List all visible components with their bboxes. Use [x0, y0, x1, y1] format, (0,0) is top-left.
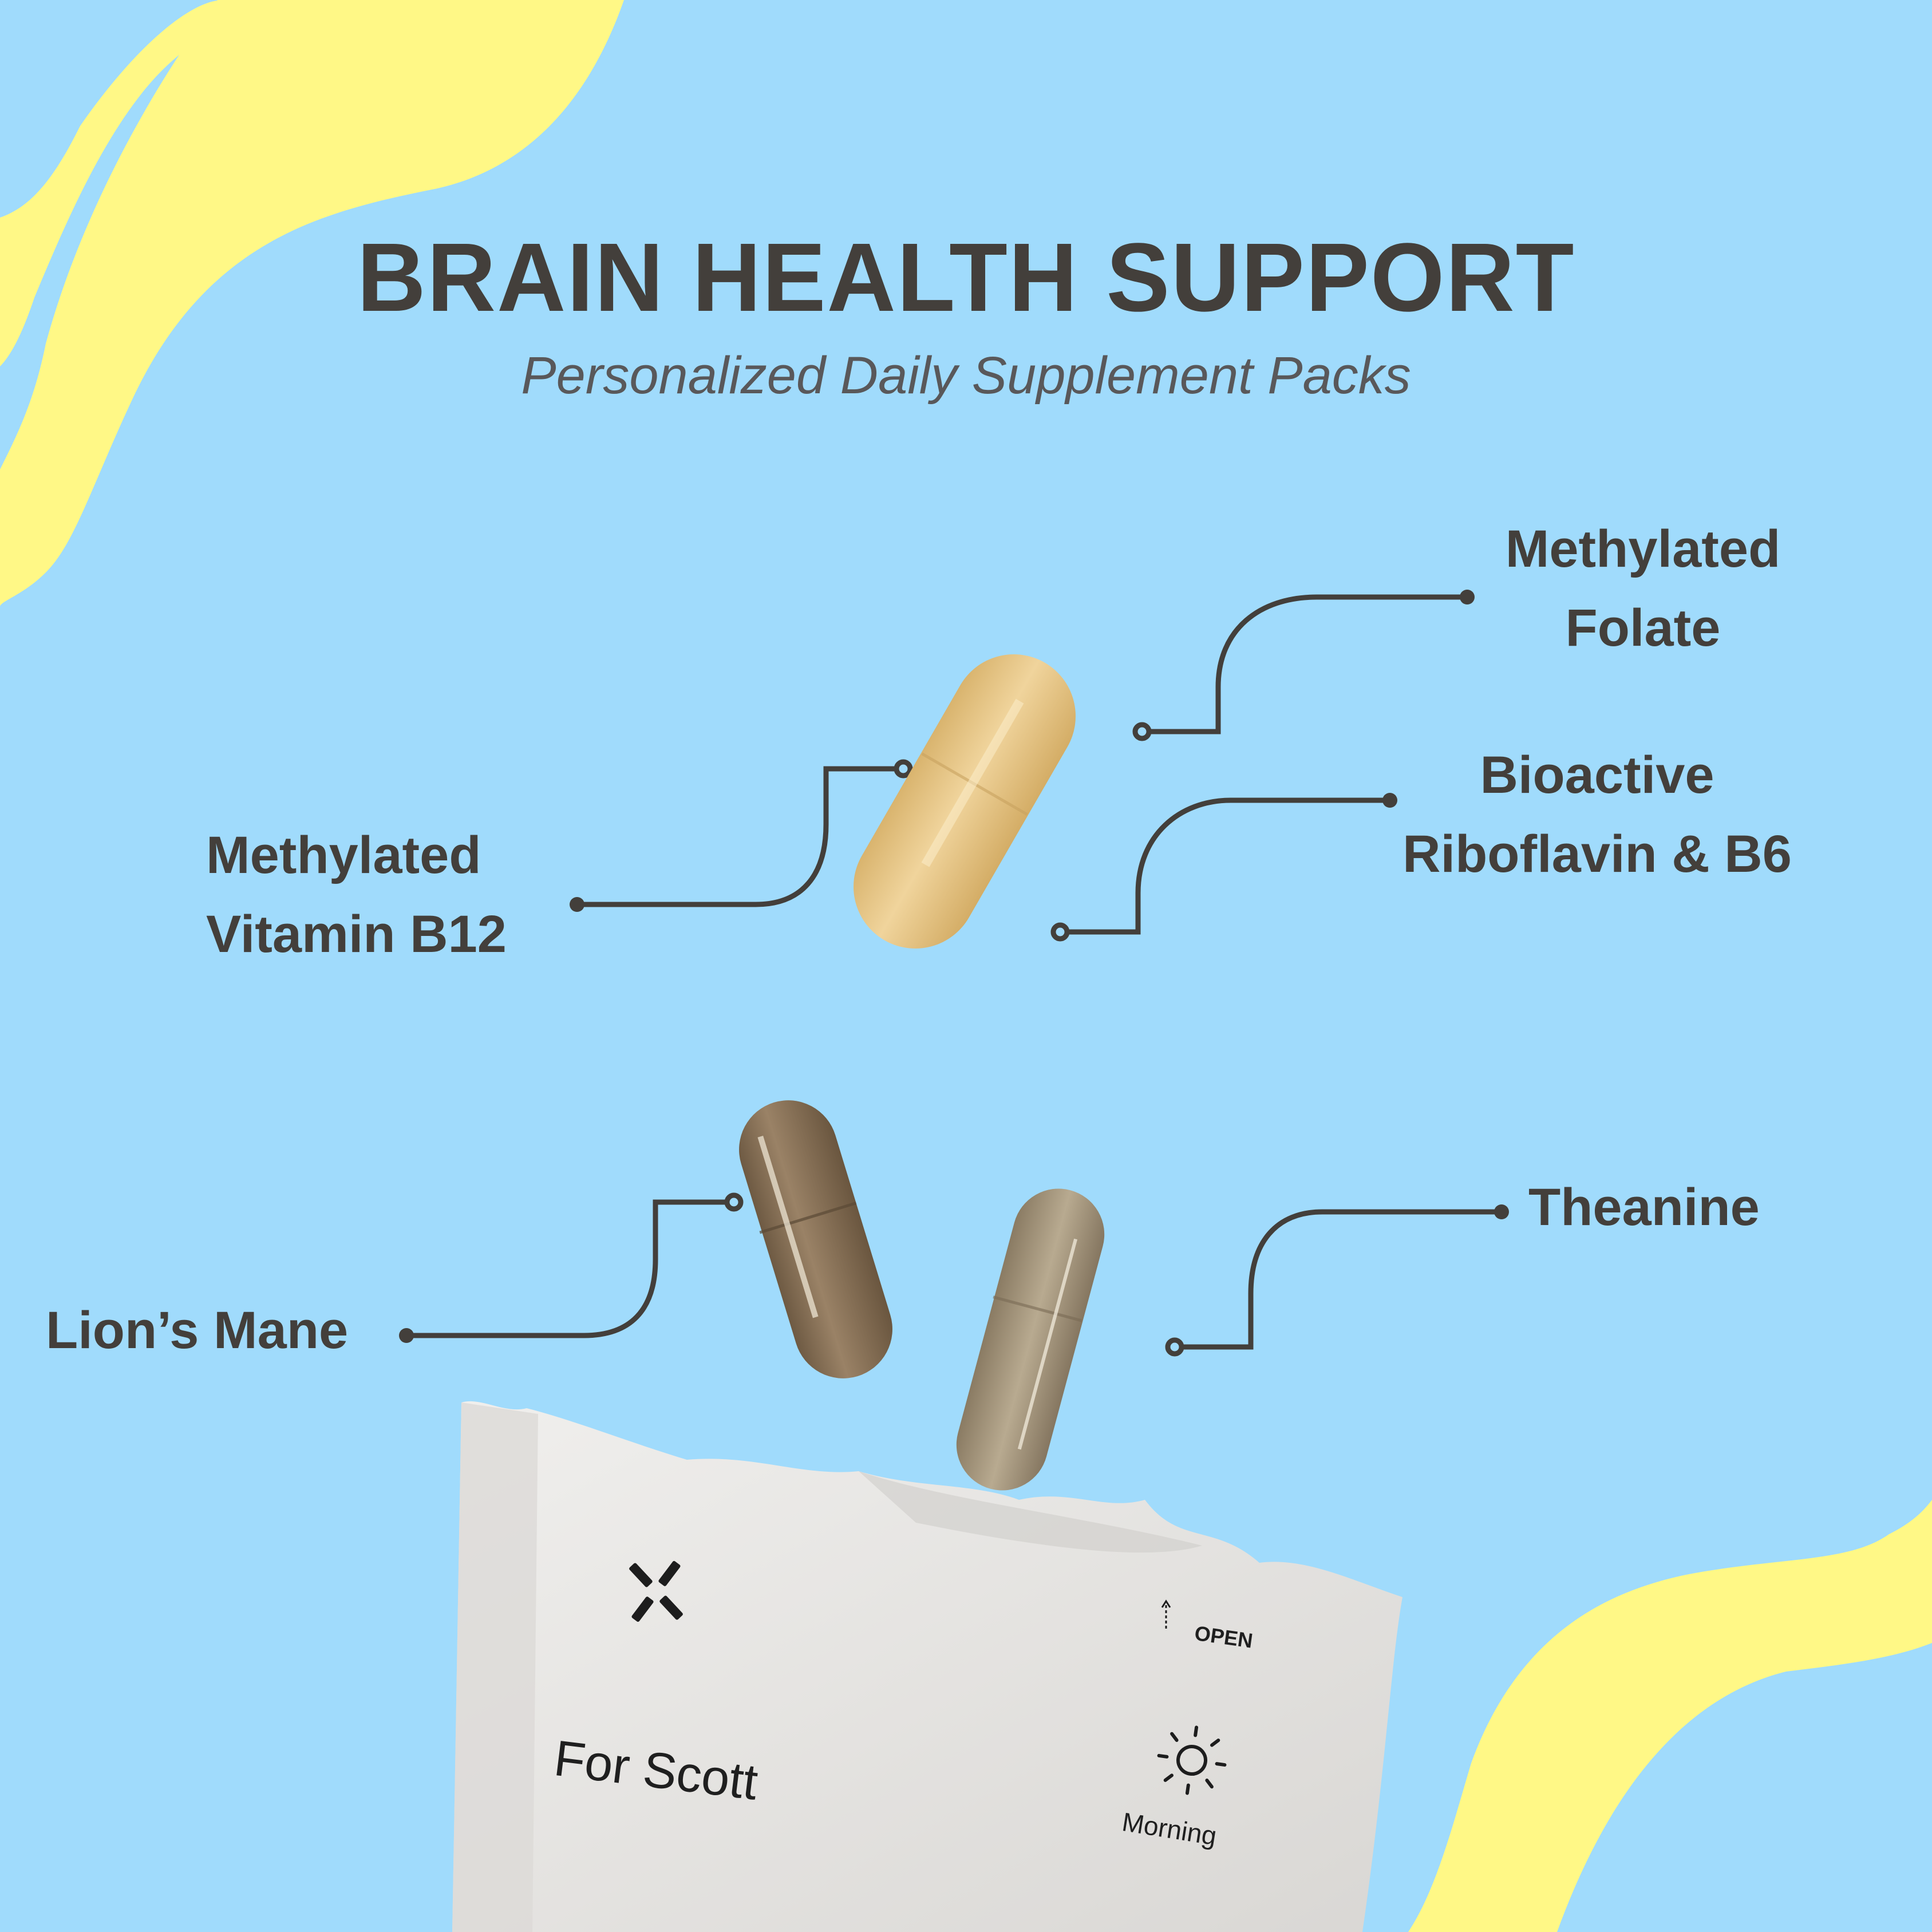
connector-theanine-dot — [1494, 1204, 1509, 1219]
connector-theanine — [1174, 1209, 1502, 1350]
sun-icon — [1157, 1725, 1227, 1795]
connector-riboflavin-dot — [1382, 793, 1397, 808]
connector-b12 — [577, 766, 903, 907]
page-subtitle: Personalized Daily Supplement Packs — [521, 346, 1411, 405]
arrow-up-dashed-icon — [1161, 1599, 1171, 1629]
connector-lions-mane — [406, 1199, 733, 1338]
connector-lions-mane-dot — [399, 1328, 414, 1343]
theanine-capsule — [956, 1188, 1105, 1491]
label-methylated-folate: Methylated Folate — [1505, 520, 1781, 657]
connector-b12-anchor — [894, 759, 913, 779]
connector-theanine-anchor — [1165, 1337, 1184, 1357]
supplement-pack — [452, 1401, 1402, 1932]
connector-lions-mane-anchor — [724, 1192, 744, 1212]
label-methylated-vitamin-b12: Methylated Vitamin B12 — [206, 826, 507, 963]
label-lions-mane: Lion’s Mane — [46, 1301, 349, 1360]
x-logo-icon — [629, 1560, 683, 1622]
connector-folate — [1144, 594, 1467, 734]
connector-folate-dot — [1460, 590, 1475, 605]
label-theanine: Theanine — [1528, 1178, 1760, 1236]
connector-riboflavin — [1060, 797, 1390, 935]
connector-b12-dot — [570, 897, 584, 912]
top-left-wave-fill — [0, 0, 298, 366]
yellow-capsule — [854, 654, 1076, 949]
bottom-right-wave — [1408, 1500, 1932, 1932]
page-title: BRAIN HEALTH SUPPORT — [357, 223, 1575, 332]
connector-riboflavin-anchor — [1050, 922, 1070, 942]
lions-mane-capsule — [739, 1100, 892, 1378]
label-bioactive-riboflavin-b6: Bioactive Riboflavin & B6 — [1402, 746, 1792, 883]
connector-folate-anchor — [1132, 722, 1152, 741]
top-left-wave — [0, 0, 624, 607]
